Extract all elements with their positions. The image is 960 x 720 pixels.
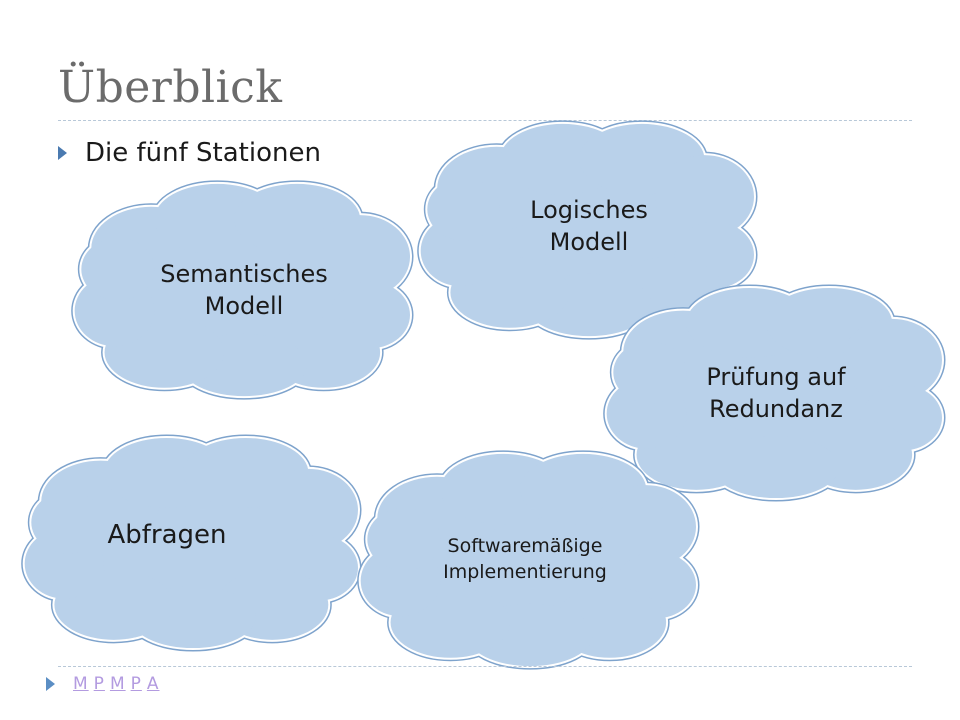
- cloud-label: Prüfung auf Redundanz: [706, 362, 846, 423]
- cloud-label: Softwaremäßige Implementierung: [443, 535, 607, 583]
- cloud-label: Logisches Modell: [530, 195, 648, 256]
- nav-link-p1[interactable]: P: [93, 674, 105, 694]
- title-divider: [58, 120, 912, 121]
- cloud-queries[interactable]: Abfragen: [21, 434, 362, 652]
- nav-link-m2[interactable]: M: [109, 674, 126, 694]
- cloud-label: Semantisches Modell: [160, 259, 328, 320]
- cloud-shape: [21, 434, 362, 652]
- cloud-shape: [71, 180, 414, 400]
- cloud-shape: [357, 450, 700, 670]
- triangle-bullet-icon: [58, 146, 67, 160]
- triangle-right-icon: [46, 677, 55, 691]
- cloud-redundancy-check[interactable]: Prüfung auf Redundanz: [603, 284, 946, 502]
- cloud-label: Abfragen: [107, 520, 227, 551]
- bullet-item: Die fünf Stationen: [58, 138, 321, 168]
- cloud-logical-model[interactable]: Logisches Modell: [417, 120, 758, 340]
- bullet-text: Die fünf Stationen: [85, 138, 321, 168]
- nav-link-m1[interactable]: M: [73, 674, 89, 694]
- footer-nav: M P M P A: [46, 674, 165, 694]
- cloud-semantic-model[interactable]: Semantisches Modell: [71, 180, 414, 400]
- nav-link-a[interactable]: A: [146, 674, 160, 694]
- slide-title: Überblick: [58, 62, 283, 113]
- cloud-shape: [417, 120, 758, 340]
- cloud-software-implementation[interactable]: Softwaremäßige Implementierung: [357, 450, 700, 670]
- nav-link-p2[interactable]: P: [130, 674, 142, 694]
- cloud-shape: [603, 284, 946, 502]
- footer-divider: [58, 666, 912, 667]
